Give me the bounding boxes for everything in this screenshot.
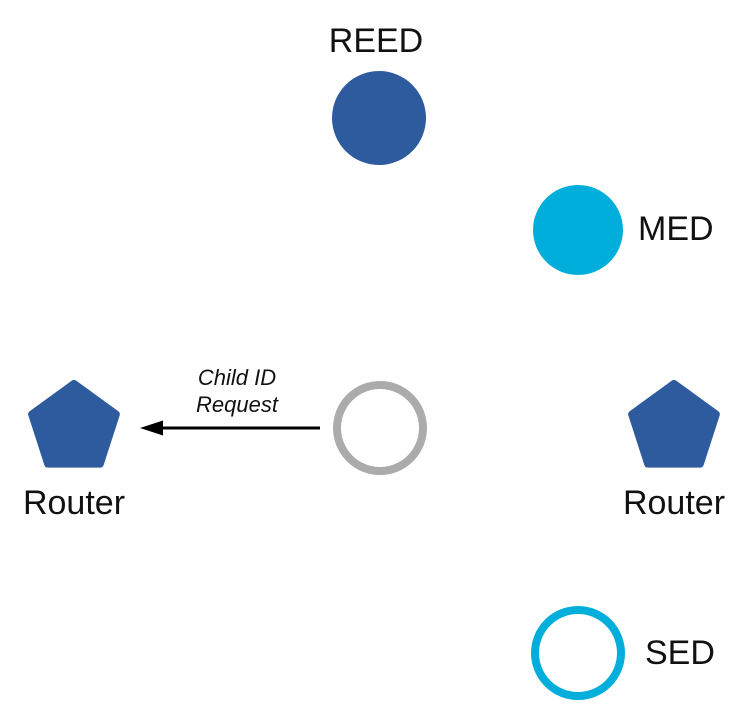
annotation-line-1: Child ID — [197, 365, 277, 390]
child-id-request-arrow — [140, 420, 320, 436]
annotation-line-2: Request — [196, 392, 278, 417]
router-right-label: Router — [622, 484, 726, 522]
sed-node-label: SED — [645, 634, 715, 672]
router-left-label: Router — [22, 484, 126, 522]
router-right-pentagon — [628, 380, 720, 468]
arrow-head — [140, 420, 163, 436]
reed-node-circle — [332, 71, 426, 165]
sed-node-circle — [531, 606, 625, 700]
child-id-request-annotation: Child ID Request — [196, 364, 278, 418]
joining-node-circle — [333, 381, 427, 475]
med-node-label: MED — [638, 210, 714, 248]
med-node-circle — [533, 185, 623, 275]
reed-node-label: REED — [328, 22, 424, 60]
router-left-pentagon — [28, 380, 120, 468]
